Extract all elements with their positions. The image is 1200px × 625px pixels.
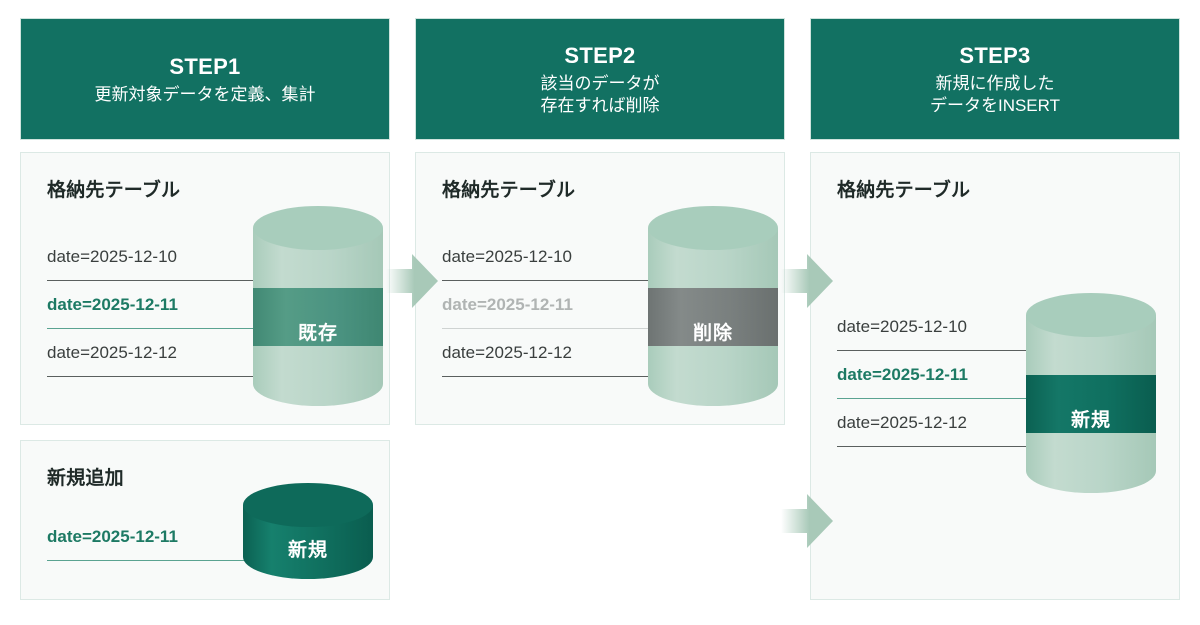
arrow-step1-to-step2 <box>386 252 438 315</box>
panel-title: 格納先テーブル <box>47 180 181 201</box>
step-subtitle-line: 更新対象データを定義、集計 <box>94 84 316 104</box>
step-subtitle-line: 存在すれば削除 <box>540 96 660 116</box>
date-row-list: date=2025-12-11 <box>47 513 265 561</box>
table-row: date=2025-12-11 <box>837 351 1055 399</box>
arrow-right-icon <box>781 494 833 548</box>
step-subtitle-line: 該当のデータが <box>540 73 660 93</box>
step-header-step3: STEP3 新規に作成した データをINSERT <box>810 18 1180 140</box>
table-row: date=2025-12-10 <box>47 233 265 281</box>
step-title: STEP2 <box>564 42 636 68</box>
table-row: date=2025-12-11 <box>47 281 265 329</box>
step-subtitle: 更新対象データを定義、集計 <box>95 84 316 106</box>
panel-step1-target-table: 格納先テーブル date=2025-12-10 date=2025-12-11 … <box>20 152 390 425</box>
table-row: date=2025-12-12 <box>442 329 660 377</box>
step-title: STEP3 <box>959 42 1031 68</box>
table-row: date=2025-12-10 <box>837 303 1055 351</box>
arrow-step2-to-step3 <box>781 252 833 315</box>
cylinder-icon <box>1026 293 1156 493</box>
table-row: date=2025-12-11 <box>47 513 265 561</box>
table-row: date=2025-12-10 <box>442 233 660 281</box>
cylinder-icon <box>243 483 373 579</box>
arrow-new-to-step3 <box>781 492 833 555</box>
database-cylinder-new: 新規 <box>1026 293 1156 498</box>
arrow-right-icon <box>781 254 833 308</box>
panel-step3-target-table: 格納先テーブル date=2025-12-10 date=2025-12-11 … <box>810 152 1180 600</box>
panel-title: 格納先テーブル <box>837 180 971 201</box>
step-subtitle-line: 新規に作成した <box>935 73 1055 93</box>
panel-step2-target-table: 格納先テーブル date=2025-12-10 date=2025-12-11 … <box>415 152 785 425</box>
cylinder-icon <box>648 206 778 406</box>
panel-title: 格納先テーブル <box>442 180 576 201</box>
cylinder-icon <box>253 206 383 406</box>
step-subtitle-line: データをINSERT <box>929 96 1061 116</box>
panel-new-addition: 新規追加 date=2025-12-11 新規 <box>20 440 390 600</box>
step-header-step2: STEP2 該当のデータが 存在すれば削除 <box>415 18 785 140</box>
date-row-list: date=2025-12-10 date=2025-12-11 date=202… <box>442 233 660 377</box>
date-row-list: date=2025-12-10 date=2025-12-11 date=202… <box>837 303 1055 447</box>
table-row: date=2025-12-12 <box>837 399 1055 447</box>
table-row: date=2025-12-11 <box>442 281 660 329</box>
database-cylinder-deleted: 削除 <box>648 206 778 411</box>
date-row-list: date=2025-12-10 date=2025-12-11 date=202… <box>47 233 265 377</box>
database-cylinder-new-record: 新規 <box>243 483 373 584</box>
arrow-right-icon <box>386 254 438 308</box>
step-title: STEP1 <box>169 53 241 79</box>
table-row: date=2025-12-12 <box>47 329 265 377</box>
step-subtitle: 新規に作成した データをINSERT <box>930 73 1060 118</box>
step-subtitle: 該当のデータが 存在すれば削除 <box>541 73 660 118</box>
panel-title: 新規追加 <box>47 468 124 489</box>
database-cylinder-existing: 既存 <box>253 206 383 411</box>
step-header-step1: STEP1 更新対象データを定義、集計 <box>20 18 390 140</box>
